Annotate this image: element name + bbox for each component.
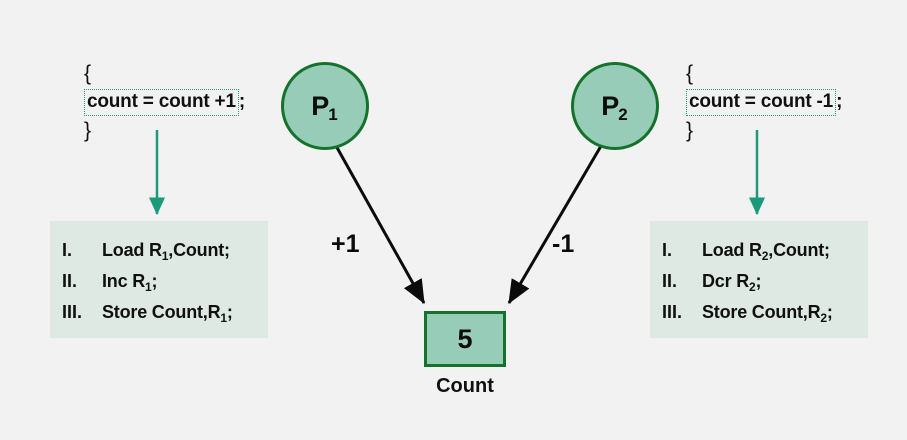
process-node-p1[interactable]: P1 (281, 62, 369, 150)
instruction-text: Inc R1; (102, 271, 158, 294)
code-snippet-p2: { count = count -1; } (686, 63, 842, 142)
process-node-p2[interactable]: P2 (571, 62, 659, 150)
shared-variable-value: 5 (457, 323, 473, 354)
instruction-block-p2: I. Load R2,Count; II. Dcr R2; III. Store… (650, 221, 868, 338)
instruction-numeral: II. (662, 271, 678, 291)
close-brace-left: } (84, 119, 92, 142)
shared-variable-caption: Count (436, 375, 494, 397)
statement-text-p1: count = count +1 (87, 91, 236, 112)
statement-semicolon-p1: ; (238, 91, 246, 112)
instruction-numeral: I. (662, 240, 673, 260)
open-brace-left: { (84, 62, 92, 85)
close-brace-right: } (686, 119, 694, 142)
open-brace-right: { (686, 62, 694, 85)
instruction-block-p1: I. Load R1,Count; II. Inc R1; III. Store… (50, 221, 268, 338)
instruction-row: I. Load R1,Count; (50, 235, 268, 266)
instruction-numeral: III. (62, 302, 83, 322)
instruction-numeral: III. (662, 302, 683, 322)
instruction-row: II. Dcr R2; (650, 266, 868, 297)
shared-variable-box[interactable]: 5 (424, 311, 506, 367)
edge-p2-to-count (507, 145, 603, 305)
highlighted-statement-p1: count = count +1 (84, 89, 239, 116)
instruction-text: Dcr R2; (702, 271, 762, 294)
code-snippet-p1: { count = count +1; } (84, 63, 245, 142)
instruction-row: III. Store Count,R1; (50, 297, 268, 328)
instruction-numeral: II. (62, 271, 78, 291)
edge-label-minus-one: -1 (552, 230, 575, 258)
edge-label-plus-one: +1 (331, 230, 360, 258)
highlighted-statement-p2: count = count -1 (686, 89, 837, 116)
statement-text-p2: count = count -1 (689, 91, 834, 112)
instruction-text: Load R1,Count; (102, 240, 230, 263)
statement-semicolon-p2: ; (836, 91, 843, 112)
instruction-text: Store Count,R1; (102, 302, 233, 325)
instruction-row: I. Load R2,Count; (650, 235, 868, 266)
instruction-text: Store Count,R2; (702, 302, 833, 325)
instruction-row: III. Store Count,R2; (650, 297, 868, 328)
process-label-p1: P1 (311, 90, 338, 124)
instruction-row: II. Inc R1; (50, 266, 268, 297)
edge-p1-to-count (333, 143, 426, 305)
instruction-text: Load R2,Count; (702, 240, 830, 263)
instruction-numeral: I. (62, 240, 73, 260)
process-label-p2: P2 (601, 90, 628, 124)
